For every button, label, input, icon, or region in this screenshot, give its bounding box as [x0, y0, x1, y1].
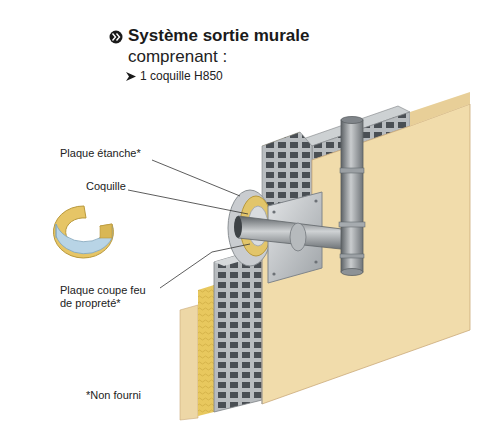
- wall: [180, 305, 198, 420]
- shell-icon: [56, 224, 112, 254]
- part-label: Coquille: [86, 180, 126, 193]
- part-label: Plaque coupe feu de propreté*: [60, 284, 158, 310]
- horizontal-pipe: [234, 216, 350, 251]
- leader-line: [152, 160, 240, 196]
- plate-screws: [314, 260, 317, 263]
- title-marker: [113, 34, 120, 41]
- part-label: Plaque étanche*: [60, 147, 141, 160]
- subtitle: comprenant :: [128, 47, 227, 67]
- vertical-pipe: [339, 117, 365, 276]
- shell-icon: [53, 206, 113, 258]
- plate-screws: [272, 210, 275, 213]
- horizontal-pipe: [238, 216, 350, 250]
- wall: [180, 92, 470, 420]
- vertical-pipe: [340, 254, 364, 258]
- shell-icon: [53, 206, 113, 258]
- vertical-pipe: [341, 269, 363, 276]
- vertical-pipe: [341, 117, 363, 124]
- leader-line: [160, 244, 250, 288]
- shell-icon: [100, 224, 112, 238]
- diagram-title: Système sortie murale: [128, 26, 309, 46]
- vertical-pipe: [340, 168, 364, 173]
- title-marker: [110, 31, 123, 44]
- footnote: *Non fourni: [86, 389, 141, 402]
- wall: [262, 104, 470, 404]
- plate-screws: [314, 199, 317, 202]
- wall: [198, 285, 214, 416]
- wall: [214, 248, 262, 412]
- horizontal-pipe: [234, 216, 242, 238]
- leader-line: [128, 190, 248, 214]
- bullet-arrow: [126, 72, 136, 81]
- plate-screws: [272, 272, 275, 275]
- shell-icon: [56, 224, 57, 238]
- leader-lines: [128, 160, 250, 288]
- horizontal-pipe: [290, 223, 306, 251]
- wall: [410, 92, 470, 126]
- title-marker: [110, 31, 123, 44]
- vertical-pipe: [341, 120, 363, 272]
- kit-item: 1 coquille H850: [140, 69, 223, 83]
- vertical-pipe: [339, 222, 365, 227]
